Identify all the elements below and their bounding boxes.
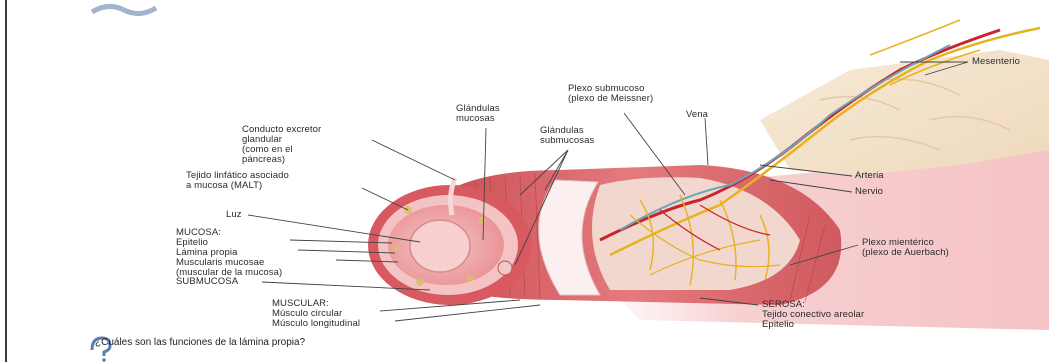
label-submucosa: SUBMUCOSA [176, 277, 238, 287]
label-glandulas-submucosas: Glándulas submucosas [540, 126, 594, 146]
question-text: ¿Cuáles son las funciones de la lámina p… [95, 337, 305, 348]
label-mesenterio: Mesenterio [972, 57, 1020, 67]
label-mucosa: MUCOSA: Epitelio Lámina propia Musculari… [176, 228, 282, 278]
submucosal-gland [498, 261, 512, 275]
label-conducto-excretor: Conducto excretor glandular (como en el … [242, 125, 321, 165]
wave-logo-icon [92, 6, 156, 13]
label-plexo-mienterico: Plexo mientérico (plexo de Auerbach) [862, 238, 949, 258]
label-serosa: SEROSA: Tejido conectivo areolar Epiteli… [762, 300, 864, 330]
tube-lumen [410, 220, 470, 272]
label-plexo-submucoso: Plexo submucoso (plexo de Meissner) [568, 84, 653, 104]
label-glandulas-mucosas: Glándulas mucosas [456, 104, 500, 124]
label-arteria: Arteria [855, 171, 884, 181]
label-nervio: Nervio [855, 187, 883, 197]
label-luz: Luz [226, 210, 242, 220]
label-muscular: MUSCULAR: Músculo circular Músculo longi… [272, 299, 360, 329]
label-tejido-linfatico: Tejido linfático asociado a mucosa (MALT… [186, 171, 289, 191]
label-vena: Vena [686, 110, 708, 120]
